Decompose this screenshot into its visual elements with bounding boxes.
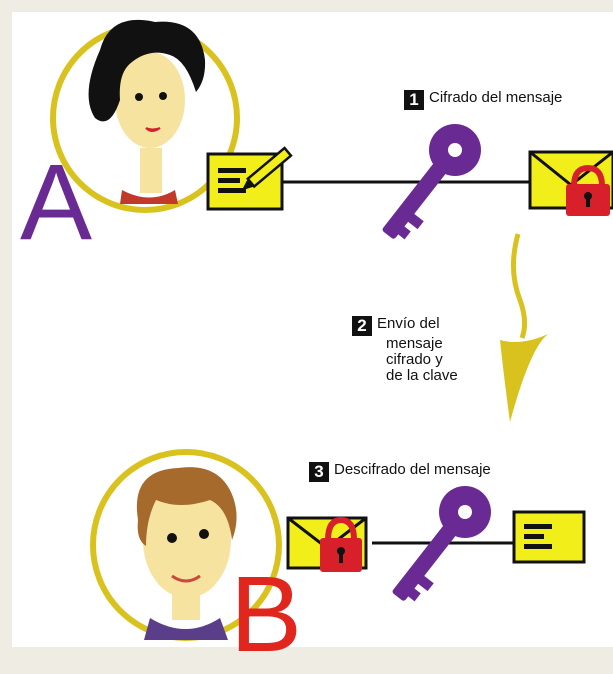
step-3-label: 3 Descifrado del mensaje — [309, 462, 491, 482]
step-2-line-4: de la clave — [386, 366, 458, 384]
step-2-number: 2 — [352, 316, 372, 336]
step-2-line-1: Envío del — [377, 315, 440, 332]
open-document-icon — [512, 510, 586, 564]
curved-arrow-icon — [500, 233, 548, 422]
person-a-icon — [50, 19, 240, 213]
step-3-number: 3 — [309, 462, 329, 482]
party-b-letter: B — [230, 553, 303, 674]
step-1-label: 1 Cifrado del mensaje — [404, 90, 562, 110]
key-icon — [392, 486, 491, 602]
key-icon — [382, 124, 481, 240]
locked-envelope-icon — [286, 516, 368, 572]
step-2-label: 2 Envío del mensaje cifrado y de la clave — [352, 316, 458, 383]
step-2-line-2: mensaje — [386, 335, 443, 352]
step-3-text: Descifrado del mensaje — [334, 461, 491, 478]
step-1-number: 1 — [404, 90, 424, 110]
step-2-line-3: cifrado y — [386, 350, 443, 368]
diagram-canvas — [12, 12, 613, 647]
document-pen-icon — [206, 146, 293, 211]
locked-envelope-icon — [528, 150, 613, 216]
party-a-letter: A — [20, 141, 93, 262]
step-1-text: Cifrado del mensaje — [429, 89, 563, 106]
person-b-icon — [90, 449, 282, 641]
